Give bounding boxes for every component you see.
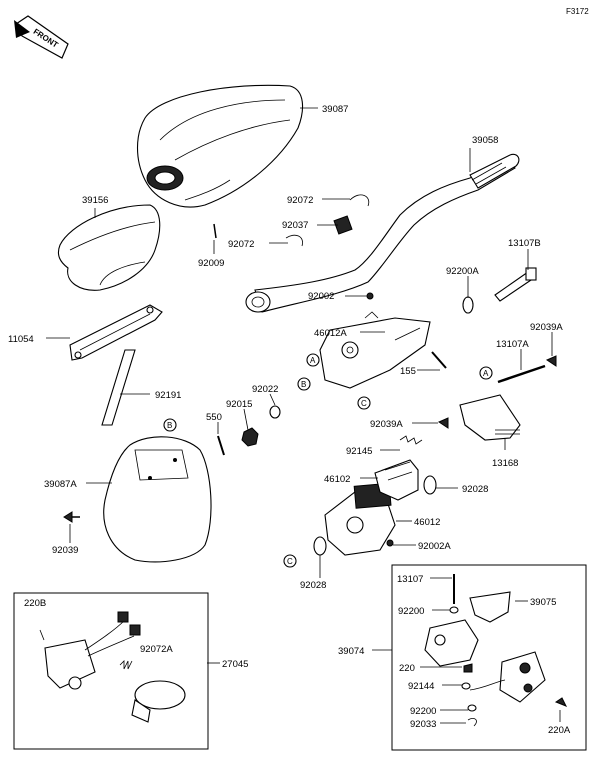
screw-155 <box>431 351 447 369</box>
bolt-13107B <box>494 267 537 302</box>
label-92009: 92009 <box>198 258 224 269</box>
label-550: 550 <box>206 412 222 423</box>
label-92039A: 92039A <box>530 322 563 333</box>
label-39075: 39075 <box>530 597 556 608</box>
label-11054: 11054 <box>8 334 34 345</box>
pad-39156 <box>57 204 161 291</box>
label-92144: 92144 <box>408 681 434 692</box>
lever-46102 <box>374 459 419 501</box>
ref-A-1: A <box>310 356 316 365</box>
label-92200A: 92200A <box>446 266 479 277</box>
bolt-92002 <box>366 292 374 300</box>
label-220: 220 <box>399 663 415 674</box>
label-220A: 220A <box>548 725 571 736</box>
label-92039: 92039 <box>52 545 78 556</box>
washer-92028-right <box>423 475 437 495</box>
screw-92039A <box>545 355 557 367</box>
part-labels: 39087 39058 39156 92072 92037 92072 9200… <box>8 104 571 736</box>
label-92200-lower: 92200 <box>410 706 436 717</box>
label-92145: 92145 <box>346 446 372 457</box>
wiring-box-27045 <box>13 592 209 750</box>
label-92015: 92015 <box>226 399 252 410</box>
label-155: 155 <box>400 366 416 377</box>
washer-92022 <box>269 405 281 419</box>
ref-marks: A B C A B C <box>163 353 493 568</box>
ref-C-2: C <box>287 557 293 566</box>
ref-B-1: B <box>301 380 306 389</box>
label-39087A: 39087A <box>44 479 77 490</box>
label-46012A: 46012A <box>314 328 347 339</box>
grip-right-icon <box>471 162 507 185</box>
label-13107A: 13107A <box>496 339 529 350</box>
handlebar-cover-39087 <box>137 84 304 208</box>
lower-cover-39087A <box>103 436 212 563</box>
bolt-92002A <box>386 539 394 547</box>
label-92072-top: 92072 <box>287 195 313 206</box>
screw-92039A-lower <box>437 417 449 429</box>
washer-92028-left <box>313 536 327 556</box>
label-92022: 92022 <box>252 384 278 395</box>
label-92002: 92002 <box>308 291 334 302</box>
label-92072-left: 92072 <box>228 239 254 250</box>
label-92028-right: 92028 <box>462 484 488 495</box>
screw-92009 <box>213 223 217 239</box>
switch-box-39074 <box>391 564 587 751</box>
label-220B: 220B <box>24 598 46 609</box>
switch-housing-46012A <box>319 311 431 389</box>
ref-C-1: C <box>361 399 367 408</box>
label-39156: 39156 <box>82 195 108 206</box>
label-92191: 92191 <box>155 390 181 401</box>
pin-13107A <box>497 364 546 384</box>
sleeve-92037 <box>333 215 353 235</box>
label-39074: 39074 <box>338 646 364 657</box>
bracket-13168 <box>459 394 521 441</box>
spring-92145 <box>399 435 423 445</box>
label-46012: 46012 <box>414 517 440 528</box>
label-13168: 13168 <box>492 458 518 469</box>
label-39087: 39087 <box>322 104 348 115</box>
screw-92039 <box>63 511 80 523</box>
front-arrow-icon: FRONT <box>14 15 69 59</box>
label-92028-left: 92028 <box>300 580 326 591</box>
clip-92072-top <box>349 194 370 207</box>
label-13107B: 13107B <box>508 238 541 249</box>
pin-550 <box>217 435 225 456</box>
washer-92200A <box>462 296 474 314</box>
clip-92072-left <box>285 234 303 247</box>
rod-92191 <box>101 349 136 426</box>
diagram-code: F3172 <box>566 7 589 16</box>
label-46102: 46102 <box>324 474 350 485</box>
leader-lines <box>46 107 553 664</box>
label-92072A: 92072A <box>140 644 173 655</box>
label-27045: 27045 <box>222 659 248 670</box>
ref-A-2: A <box>483 369 489 378</box>
nut-92015 <box>241 427 259 447</box>
label-92200: 92200 <box>398 606 424 617</box>
label-92002A: 92002A <box>418 541 451 552</box>
ref-B-2: B <box>167 421 172 430</box>
label-92033: 92033 <box>410 719 436 730</box>
label-92039A-lower: 92039A <box>370 419 403 430</box>
label-13107: 13107 <box>397 574 423 585</box>
bracket-11054 <box>69 304 163 361</box>
label-92037: 92037 <box>282 220 308 231</box>
handlebar-39058 <box>245 153 520 313</box>
label-39058: 39058 <box>472 135 498 146</box>
